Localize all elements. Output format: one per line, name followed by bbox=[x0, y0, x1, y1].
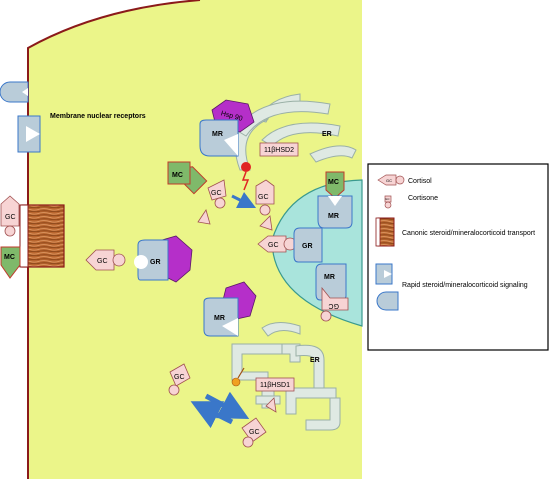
legend-cortisol-icon: GC bbox=[377, 174, 405, 186]
er-bottom: ER bbox=[231, 322, 341, 431]
gc-bottom: GC bbox=[241, 417, 267, 448]
svg-text:MC: MC bbox=[328, 179, 339, 186]
hsd2-label: 11βHSD2 bbox=[264, 147, 294, 154]
import-arrow-top bbox=[231, 191, 257, 209]
membrane-receptor-bottom bbox=[17, 115, 41, 153]
svg-text:GC: GC bbox=[258, 194, 269, 201]
svg-text:GC: GC bbox=[385, 197, 390, 201]
svg-text:GC: GC bbox=[329, 302, 340, 309]
svg-text:GC: GC bbox=[211, 190, 222, 197]
svg-text:MC: MC bbox=[172, 172, 183, 179]
svg-text:ER: ER bbox=[322, 131, 332, 138]
svg-text:MC: MC bbox=[4, 254, 15, 261]
cortisone-triangle-3 bbox=[265, 397, 277, 413]
gr-cytoplasm: GR bbox=[134, 235, 193, 283]
mr-hsp90-bottom: MR bbox=[203, 281, 257, 337]
cortisone-triangle-1 bbox=[197, 209, 211, 225]
legend-cortisone: Cortisone bbox=[408, 195, 438, 202]
svg-text:GC: GC bbox=[5, 214, 16, 221]
mr-hsp90-top: Hsp 90 MR bbox=[199, 99, 255, 157]
exchange-arrows bbox=[190, 391, 250, 429]
membrane-receptor-top bbox=[0, 81, 29, 103]
cell-membrane bbox=[27, 0, 201, 479]
legend-signaling: Rapid steroid/mineralocorticoid signalin… bbox=[402, 282, 528, 289]
legend-cortisone-icon: GC bbox=[384, 195, 392, 209]
legend: GC Cortisol GC Cortisone Canonic steroid… bbox=[367, 163, 549, 351]
gc-outside: GC bbox=[0, 195, 20, 237]
cortisol-pin-bottom bbox=[231, 367, 245, 387]
svg-text:GC: GC bbox=[97, 258, 108, 265]
er-top: ER bbox=[235, 93, 357, 171]
membrane-transporter bbox=[21, 204, 65, 268]
legend-transport-icon bbox=[375, 217, 395, 247]
hsd1-label: 11βHSD1 bbox=[260, 382, 290, 389]
cortisone-triangle-2 bbox=[259, 215, 273, 231]
svg-text:GR: GR bbox=[302, 243, 313, 250]
legend-transport: Canonic steroid/mineralocorticoid transp… bbox=[402, 230, 535, 237]
svg-text:GC: GC bbox=[386, 178, 392, 183]
mc-cytoplasm: MC bbox=[167, 161, 208, 195]
mr-gc-nucleus: MR GC bbox=[315, 263, 349, 322]
svg-text:GR: GR bbox=[150, 259, 161, 266]
gc-gr-nucleus: GC GR bbox=[257, 227, 323, 263]
legend-cortisol: Cortisol bbox=[408, 178, 432, 185]
svg-text:MR: MR bbox=[328, 213, 339, 220]
gc-cytoplasm-center: GC bbox=[207, 179, 227, 209]
mc-outside: MC bbox=[0, 246, 21, 279]
gc-cytoplasm-left: GC bbox=[85, 249, 126, 271]
membrane-receptors-label: Membrane nuclear receptors bbox=[50, 113, 146, 120]
legend-signaling-icon bbox=[375, 263, 399, 311]
mc-mr-nucleus: MC MR bbox=[317, 171, 353, 229]
gc-near-nucleus: GC bbox=[255, 179, 275, 216]
svg-text:ER: ER bbox=[310, 357, 320, 364]
svg-text:MR: MR bbox=[212, 131, 223, 138]
svg-text:GC: GC bbox=[249, 429, 260, 436]
svg-text:GC: GC bbox=[268, 242, 279, 249]
hsd1-enzyme-box bbox=[255, 377, 295, 392]
svg-text:MR: MR bbox=[324, 274, 335, 281]
cortisone-pin-top bbox=[241, 162, 251, 191]
hsd2-enzyme-box bbox=[259, 142, 299, 157]
cell-cytoplasm bbox=[28, 0, 362, 479]
gc-bottom-left: GC bbox=[168, 363, 191, 396]
svg-text:GC: GC bbox=[174, 374, 185, 381]
svg-text:MR: MR bbox=[214, 315, 225, 322]
